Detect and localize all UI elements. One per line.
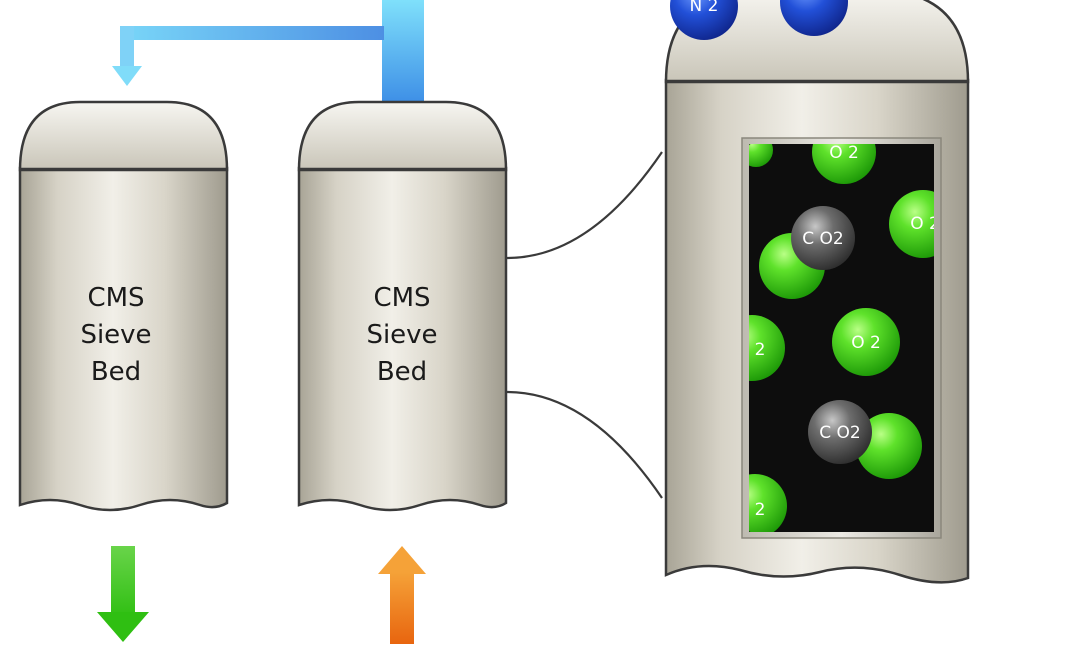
bed-left-label-line2: Sieve	[80, 320, 151, 350]
o2-molecule: O 2	[812, 143, 876, 184]
n2-molecule: N 2	[670, 0, 738, 40]
svg-text:O 2: O 2	[829, 143, 859, 163]
blue-arrow-down	[112, 66, 142, 86]
green-arrow-down	[97, 546, 149, 642]
zoomed-vessel: O 2 O 2 C O2 2 O 2	[664, 0, 970, 584]
orange-arrow-up	[378, 546, 426, 644]
o2-molecule-partial-left: 2	[749, 474, 787, 532]
svg-text:O 2: O 2	[910, 214, 940, 234]
zoom-connector-lines	[506, 151, 663, 499]
bed-right-label-line3: Bed	[377, 357, 427, 387]
molecule-field: O 2 O 2 C O2 2 O 2	[749, 143, 940, 532]
svg-text:C O2: C O2	[819, 423, 860, 443]
svg-text:N 2: N 2	[690, 0, 719, 16]
bed-left-label-line1: CMS	[87, 283, 144, 313]
co2-molecule: C O2	[808, 400, 922, 479]
svg-text:2: 2	[755, 340, 766, 360]
o2-molecule-partial-left: 2	[749, 315, 785, 381]
sieve-bed-left: CMS Sieve Bed	[18, 100, 229, 512]
svg-text:O 2: O 2	[851, 333, 881, 353]
svg-text:2: 2	[755, 500, 766, 520]
bed-left-label-line3: Bed	[91, 357, 141, 387]
o2-molecule-partial: O 2	[889, 190, 940, 258]
n2-molecule	[780, 0, 848, 36]
bed-right-label-line1: CMS	[373, 283, 430, 313]
svg-text:C O2: C O2	[802, 229, 843, 249]
sieve-bed-right: CMS Sieve Bed	[297, 100, 508, 512]
co2-molecule: C O2	[759, 206, 855, 299]
blue-product-pipe	[112, 0, 424, 104]
o2-molecule: O 2	[832, 308, 900, 376]
bed-right-label-line2: Sieve	[366, 320, 437, 350]
